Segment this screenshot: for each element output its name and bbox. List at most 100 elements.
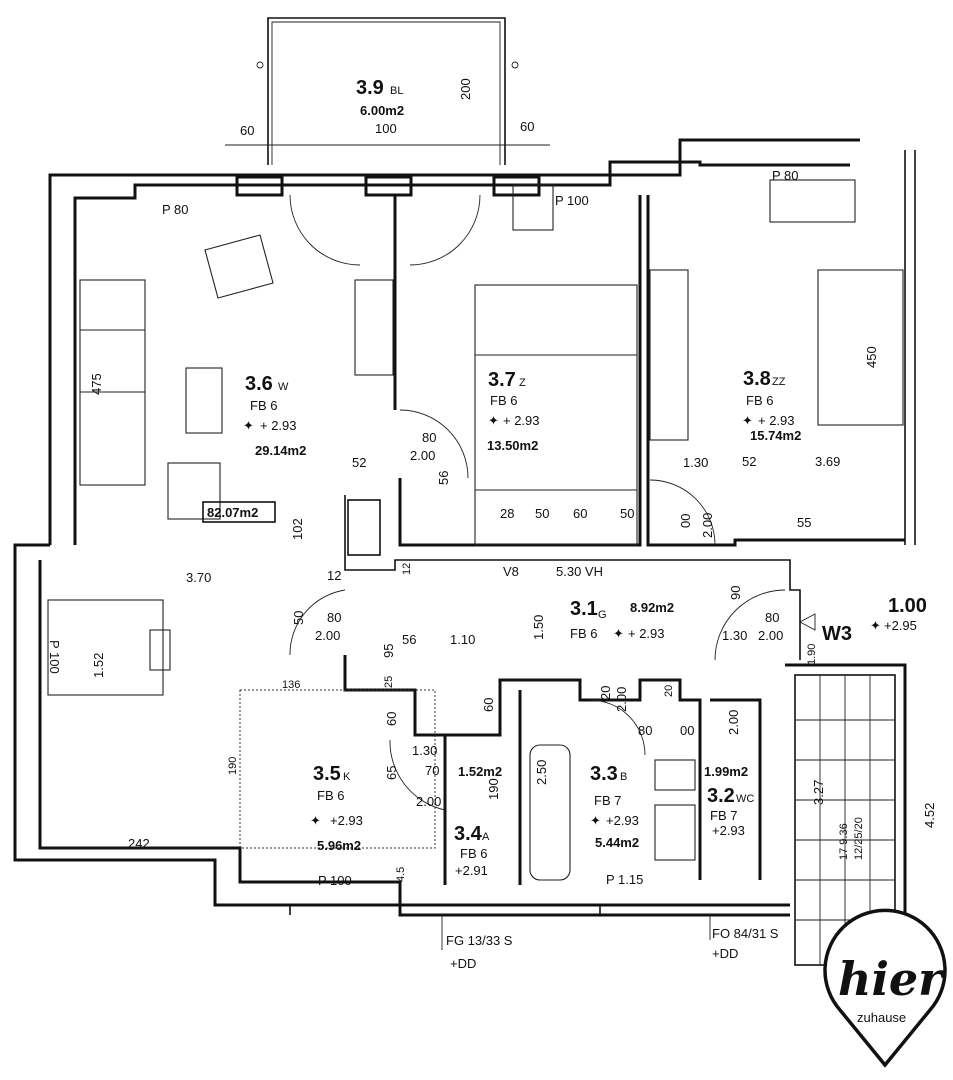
room-fb: FB 6 [250, 398, 277, 413]
dim-label: 2.00 [758, 628, 783, 643]
dim-label: 55 [797, 515, 811, 530]
dim-label: 2.00 [315, 628, 340, 643]
room-number: 3.8 [743, 368, 771, 390]
room-code: A [482, 831, 490, 843]
room-height: +2.95 [884, 618, 917, 633]
dim-label: 50 [291, 611, 306, 625]
room-area: 1.00 [888, 595, 927, 617]
room-fb: FB 6 [490, 393, 517, 408]
dim-label: 65 [384, 766, 399, 780]
room-area: 13.50m2 [487, 438, 538, 453]
dim-label: 242 [128, 836, 150, 851]
dim-label: 190 [486, 778, 501, 800]
window-note: FO 84/31 S [712, 926, 779, 941]
logo-text: hier [838, 952, 946, 1006]
room-3-5: 3.5 K FB 6 ✦ +2.93 5.96m2 [310, 763, 363, 853]
room-area: 6.00m2 [360, 103, 404, 118]
room-3-9: 3.9 BL 6.00m2 [356, 77, 404, 118]
dim-label: 20 [663, 685, 675, 697]
dim-label: 2.00 [614, 687, 629, 712]
exterior-walls [13, 138, 916, 917]
dim-label: 450 [864, 346, 879, 368]
logo-subtext: zuhause [857, 1010, 906, 1025]
room-height: +2.91 [455, 863, 488, 878]
dim-label: 4.52 [922, 803, 937, 828]
dim-label: 1.30 [412, 743, 437, 758]
interior-walls [343, 195, 907, 960]
dim-label: 1.10 [450, 632, 475, 647]
dimension-labels: 60 100 60 200 P 80 P 100 P 80 475 450 80… [47, 78, 937, 888]
dim-label: 60 [240, 123, 254, 138]
room-3-2: 1.99m2 3.2 WC FB 7 +2.93 [704, 764, 754, 838]
room-3-1: 3.1 G 8.92m2 FB 6 ✦ + 2.93 [570, 598, 674, 641]
dim-label: 5.30 VH [556, 564, 603, 579]
room-height: +2.93 [712, 823, 745, 838]
dim-label: 95 [381, 644, 396, 658]
dim-label: 17 9.36 [838, 823, 850, 860]
room-number: 3.9 [356, 77, 384, 99]
room-fb: FB 6 [460, 846, 487, 861]
dim-label: P 100 [555, 193, 589, 208]
dim-label: 80 [327, 610, 341, 625]
level-icon: ✦ [310, 813, 321, 828]
room-height: + 2.93 [503, 413, 540, 428]
dim-label: 1.52 [91, 653, 106, 678]
dim-label: 60 [481, 698, 496, 712]
dim-label: 2.00 [700, 513, 715, 538]
room-3-4: 1.52m2 3.4 A FB 6 +2.91 [454, 764, 502, 878]
room-code: Z [519, 377, 526, 389]
dim-label: 3.70 [186, 570, 211, 585]
furniture [47, 179, 904, 881]
dim-label: 25 [383, 676, 395, 688]
room-code: W [278, 381, 289, 393]
window-note: +DD [450, 956, 476, 971]
dim-label: 80 [422, 430, 436, 445]
window-note: +DD [712, 946, 738, 961]
dim-label: 12 [401, 563, 413, 575]
dim-label: 200 [458, 78, 473, 100]
dim-label: 50 [620, 506, 634, 521]
dim-label: 1.30 [722, 628, 747, 643]
room-number: 3.4 [454, 823, 483, 845]
dim-label: 2.00 [726, 710, 741, 735]
dim-label: 100 [375, 121, 397, 136]
room-fb: FB 6 [746, 393, 773, 408]
dim-label: 12 [327, 568, 341, 583]
dim-label: 56 [402, 632, 416, 647]
level-icon: ✦ [742, 413, 753, 428]
room-height: + 2.93 [628, 626, 665, 641]
hier-zuhause-logo: hier zuhause [823, 908, 947, 1068]
room-3-3: 3.3 B FB 7 ✦ +2.93 5.44m2 [590, 763, 639, 850]
window-note: FG 13/33 S [446, 933, 513, 948]
level-icon: ✦ [870, 618, 881, 633]
room-number: 3.6 [245, 373, 273, 395]
room-area: 8.92m2 [630, 600, 674, 615]
dim-label: 1.50 [531, 615, 546, 640]
total-area-box: 82.07m2 [202, 501, 276, 523]
dim-label: 1.90 [806, 644, 818, 665]
room-fb: FB 7 [594, 793, 621, 808]
room-fb: FB 6 [570, 626, 597, 641]
dim-label: 52 [352, 455, 366, 470]
level-icon: ✦ [613, 626, 624, 641]
room-code: WC [736, 793, 754, 805]
room-height: + 2.93 [260, 418, 297, 433]
room-number: 3.3 [590, 763, 618, 785]
dim-label: 2.00 [410, 448, 435, 463]
dim-label: 3.27 [811, 780, 826, 805]
dim-label: 136 [282, 679, 300, 691]
dim-label: V8 [503, 564, 519, 579]
dim-label: 2.50 [534, 760, 549, 785]
room-fb: FB 6 [317, 788, 344, 803]
room-3-7: 3.7 Z FB 6 ✦ + 2.93 13.50m2 [487, 369, 540, 453]
dim-label: 20 [598, 686, 613, 700]
dim-label: 56 [436, 471, 451, 485]
dim-label: P 80 [772, 168, 799, 183]
level-icon: ✦ [488, 413, 499, 428]
room-code: K [343, 771, 351, 783]
room-3-6: 3.6 W FB 6 ✦ + 2.93 29.14m2 [243, 373, 306, 458]
dim-label: 50 [535, 506, 549, 521]
room-area: 29.14m2 [255, 443, 306, 458]
dim-label: P 100 [318, 873, 352, 888]
room-height: +2.93 [330, 813, 363, 828]
